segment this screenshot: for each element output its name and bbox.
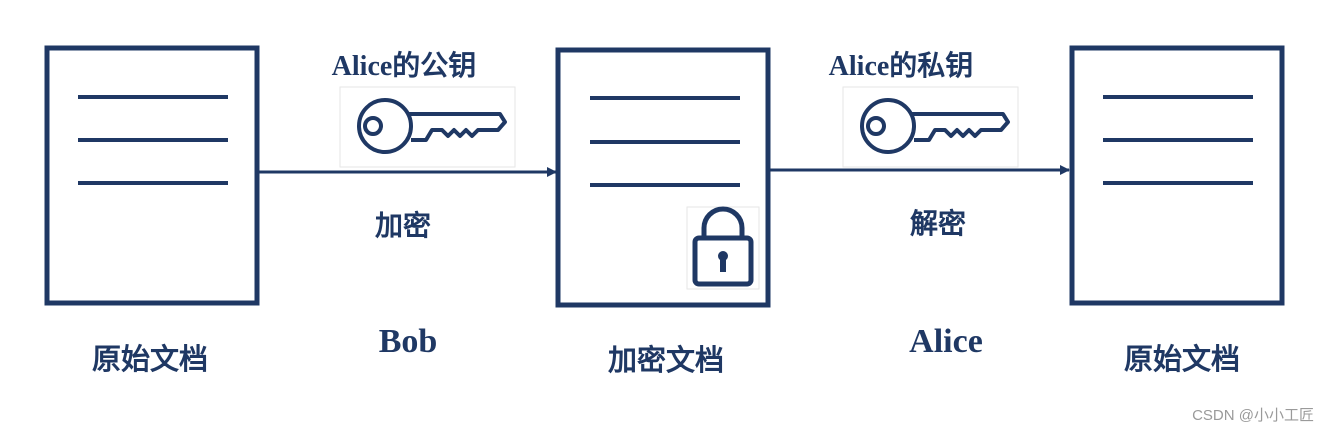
- original-document-left-label: 原始文档: [92, 342, 208, 376]
- key-icon: [339, 86, 516, 168]
- encrypt-label: 加密: [375, 209, 431, 242]
- decrypt-label: 解密: [910, 207, 966, 240]
- private-key-label: Alice的私钥: [829, 49, 974, 82]
- watermark: CSDN @小小工匠: [1192, 407, 1314, 424]
- original-document-right-label: 原始文档: [1124, 342, 1240, 376]
- decrypt-actor: Alice: [909, 323, 983, 360]
- encrypted-document-label: 加密文档: [608, 343, 724, 377]
- key-icon: [842, 86, 1019, 168]
- original-document-right: [1069, 45, 1285, 306]
- encrypt-actor: Bob: [379, 323, 438, 360]
- original-document-left: [44, 45, 260, 306]
- public-key-label: Alice的公钥: [332, 49, 477, 82]
- lock-icon: [686, 206, 760, 290]
